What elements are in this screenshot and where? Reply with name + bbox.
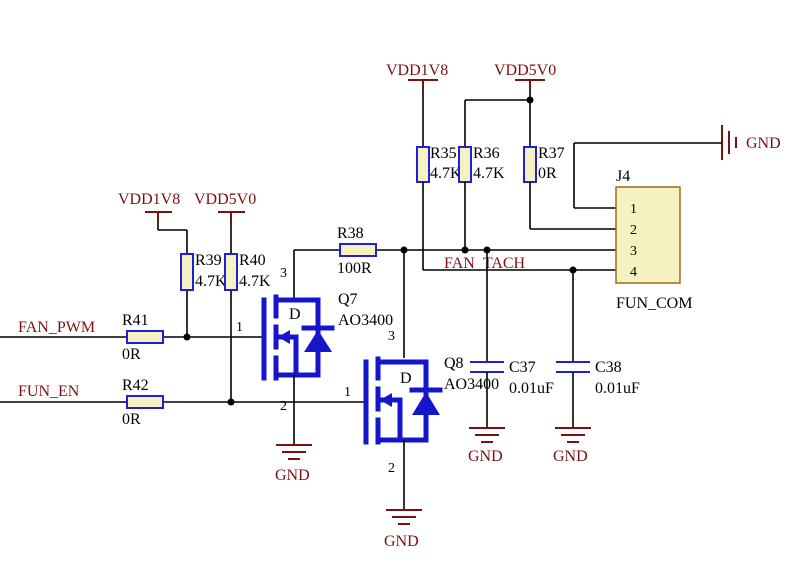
q8-pin-s: 2 <box>388 461 395 476</box>
q8-part: AO3400 <box>444 376 499 393</box>
j4-name: FUN_COM <box>616 295 692 312</box>
q7-pin-g: 1 <box>236 320 243 335</box>
q7-mosfet[interactable] <box>261 294 335 445</box>
vdd1v8-top-symbol <box>408 79 438 90</box>
r36-ref: R36 <box>473 145 500 162</box>
c38-capacitor[interactable] <box>556 270 590 428</box>
q7-part: AO3400 <box>338 312 393 329</box>
gnd-q8-symbol <box>386 509 422 525</box>
r42-ref: R42 <box>122 377 149 394</box>
q7-inner-d: D <box>289 306 301 323</box>
gnd-c38-symbol <box>555 427 591 443</box>
c37-value: 0.01uF <box>509 380 554 397</box>
c38-ref: C38 <box>595 359 622 376</box>
r38-value: 100R <box>337 260 372 277</box>
q7-ref: Q7 <box>338 291 358 308</box>
vdd5v0-top-label: VDD5V0 <box>494 62 556 79</box>
gnd-q7-label: GND <box>275 467 310 484</box>
r36-resistor[interactable] <box>458 146 472 183</box>
fan-pwm-net-label: FAN_PWM <box>18 319 95 336</box>
vdd5v0-left-label: VDD5V0 <box>194 191 256 208</box>
q8-pin-g: 1 <box>344 385 351 400</box>
gnd-right-label: GND <box>746 135 781 152</box>
r41-resistor[interactable] <box>126 330 164 344</box>
q7-drain-wire <box>293 249 404 298</box>
r40-ref: R40 <box>239 252 266 269</box>
q7-pin-d: 3 <box>280 266 287 281</box>
junction-dot <box>526 96 534 104</box>
top-supply-wires <box>422 90 531 147</box>
r42-value: 0R <box>122 411 141 428</box>
r38-resistor[interactable] <box>339 243 377 257</box>
q8-ref: Q8 <box>444 355 464 372</box>
r35-resistor[interactable] <box>416 146 430 183</box>
r35-ref: R35 <box>430 145 457 162</box>
vdd1v8-left-symbol <box>145 211 172 222</box>
r36-value: 4.7K <box>473 165 505 182</box>
q8-pin-d: 3 <box>388 329 395 344</box>
j4-wires <box>404 143 616 271</box>
q7-pin-s: 2 <box>280 399 287 414</box>
r37-ref: R37 <box>538 145 565 162</box>
vdd5v0-left-symbol <box>218 211 245 222</box>
gnd-c37-symbol <box>469 427 505 443</box>
gnd-q7-symbol <box>276 444 312 460</box>
r37-resistor[interactable] <box>523 146 537 183</box>
q8-mosfet[interactable] <box>363 250 443 510</box>
fun-en-net-label: FUN_EN <box>18 383 80 400</box>
junction-dot <box>183 333 191 341</box>
j4-pin-1: 1 <box>630 202 637 217</box>
gnd-right-symbol <box>574 125 737 160</box>
gnd-c38-label: GND <box>553 448 588 465</box>
r40-resistor[interactable] <box>224 253 238 291</box>
r40-value: 4.7K <box>239 273 271 290</box>
q8-inner-d: D <box>400 370 412 387</box>
vdd5v0-top-symbol <box>515 79 545 90</box>
r39-resistor[interactable] <box>180 253 194 291</box>
j4-pin-2: 2 <box>630 223 637 238</box>
c37-ref: C37 <box>509 359 536 376</box>
r41-value: 0R <box>122 346 141 363</box>
gnd-c37-label: GND <box>468 448 503 465</box>
j4-connector[interactable] <box>615 186 681 284</box>
r38-ref: R38 <box>337 225 364 242</box>
left-supply-wires <box>157 222 232 402</box>
r39-ref: R39 <box>195 252 222 269</box>
junction-dot <box>461 246 469 254</box>
r35-value: 4.7K <box>430 165 462 182</box>
vdd1v8-left-label: VDD1V8 <box>118 191 180 208</box>
vdd1v8-top-label: VDD1V8 <box>386 62 448 79</box>
r37-value: 0R <box>538 165 557 182</box>
fan-tach-net-label: FAN_TACH <box>444 255 526 272</box>
j4-pin-4: 4 <box>630 265 637 280</box>
c38-value: 0.01uF <box>595 380 640 397</box>
r42-resistor[interactable] <box>126 395 164 409</box>
c37-capacitor[interactable] <box>470 250 504 428</box>
gnd-q8-label: GND <box>384 533 419 550</box>
r39-value: 4.7K <box>195 273 227 290</box>
junction-dot <box>227 398 235 406</box>
j4-ref: J4 <box>616 168 630 185</box>
r41-ref: R41 <box>122 312 149 329</box>
j4-pin-3: 3 <box>630 244 637 259</box>
